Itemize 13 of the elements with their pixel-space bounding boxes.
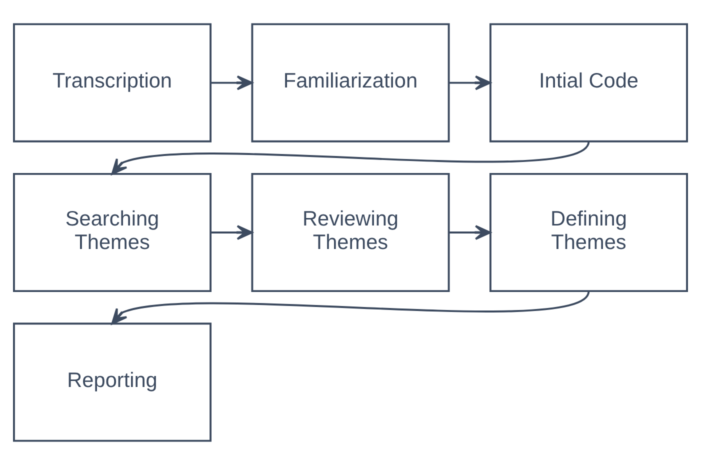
node-box: Reviewing Themes bbox=[251, 172, 450, 292]
arrow bbox=[210, 74, 253, 90]
arrow bbox=[449, 224, 492, 240]
arrow bbox=[449, 74, 492, 90]
node-box: Intial Code bbox=[489, 22, 688, 142]
arrow bbox=[111, 290, 590, 324]
arrow bbox=[210, 224, 253, 240]
arrow bbox=[111, 140, 590, 174]
node-box: Transcription bbox=[13, 22, 212, 142]
node-box: Familiarization bbox=[251, 22, 450, 142]
node-box: Searching Themes bbox=[13, 172, 212, 292]
node-box: Reporting bbox=[13, 322, 212, 442]
node-box: Defining Themes bbox=[489, 172, 688, 292]
